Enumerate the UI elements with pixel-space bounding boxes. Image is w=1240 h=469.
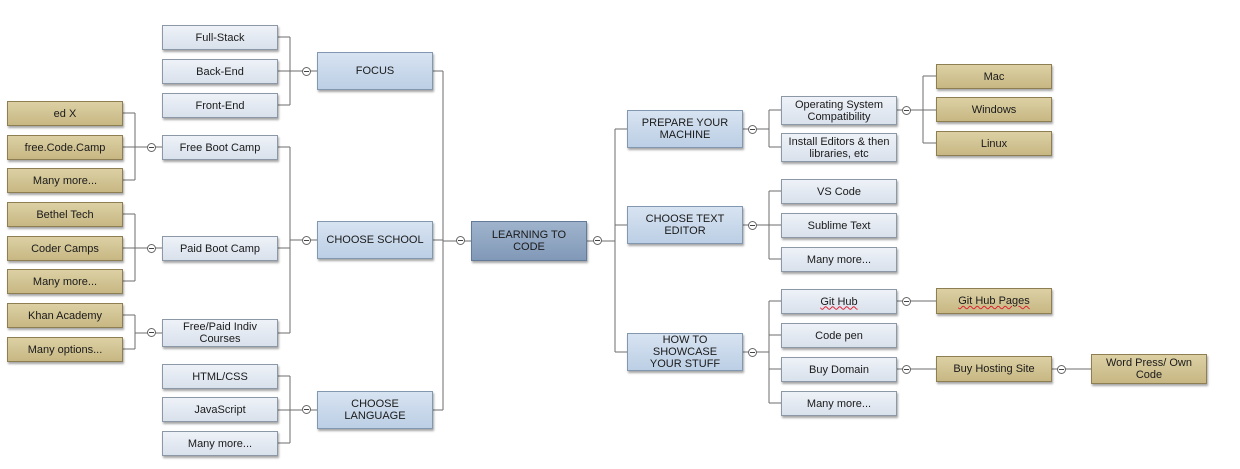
- showcase-code-pen[interactable]: Code pen: [781, 323, 897, 348]
- choose-school-node[interactable]: CHOOSE SCHOOL: [317, 221, 433, 259]
- focus-item-back-end[interactable]: Back-End: [162, 59, 278, 84]
- os-compatibility-node[interactable]: Operating System Compatibility: [781, 96, 897, 125]
- collapse-os-icon[interactable]: [902, 106, 911, 115]
- paid-boot-camp-node[interactable]: Paid Boot Camp: [162, 236, 278, 261]
- collapse-focus-icon[interactable]: [302, 67, 311, 76]
- collapse-root-left-icon[interactable]: [456, 236, 465, 245]
- choose-text-editor-node[interactable]: CHOOSE TEXT EDITOR: [627, 206, 743, 244]
- collapse-courses-icon[interactable]: [147, 328, 156, 337]
- collapse-prepare-machine-icon[interactable]: [748, 125, 757, 134]
- prepare-machine-node[interactable]: PREPARE YOUR MACHINE: [627, 110, 743, 148]
- git-hub-label: Git Hub: [820, 295, 858, 308]
- word-press-own-code[interactable]: Word Press/ Own Code: [1091, 354, 1207, 384]
- language-javascript[interactable]: JavaScript: [162, 397, 278, 422]
- showcase-node[interactable]: HOW TO SHOWCASE YOUR STUFF: [627, 333, 743, 371]
- collapse-buy-domain-icon[interactable]: [902, 365, 911, 374]
- editor-sublime-text[interactable]: Sublime Text: [781, 213, 897, 238]
- collapse-hosting-icon[interactable]: [1057, 365, 1066, 374]
- git-hub-pages[interactable]: Git Hub Pages: [936, 288, 1052, 314]
- free-camp-edx[interactable]: ed X: [7, 101, 123, 126]
- collapse-git-hub-icon[interactable]: [902, 297, 911, 306]
- editor-vs-code[interactable]: VS Code: [781, 179, 897, 204]
- course-many-options[interactable]: Many options...: [7, 337, 123, 362]
- showcase-many-more[interactable]: Many more...: [781, 391, 897, 416]
- root-node[interactable]: LEARNING TO CODE: [471, 221, 587, 261]
- os-mac[interactable]: Mac: [936, 64, 1052, 89]
- choose-language-node[interactable]: CHOOSE LANGUAGE: [317, 391, 433, 429]
- install-editors-node[interactable]: Install Editors & then libraries, etc: [781, 133, 897, 162]
- indiv-courses-node[interactable]: Free/Paid Indiv Courses: [162, 319, 278, 347]
- focus-item-full-stack[interactable]: Full-Stack: [162, 25, 278, 50]
- editor-many-more[interactable]: Many more...: [781, 247, 897, 272]
- language-many-more[interactable]: Many more...: [162, 431, 278, 456]
- os-windows[interactable]: Windows: [936, 97, 1052, 122]
- collapse-root-right-icon[interactable]: [593, 236, 602, 245]
- collapse-showcase-icon[interactable]: [748, 348, 757, 357]
- paid-camp-coder-camps[interactable]: Coder Camps: [7, 236, 123, 261]
- language-html-css[interactable]: HTML/CSS: [162, 364, 278, 389]
- free-camp-many-more[interactable]: Many more...: [7, 168, 123, 193]
- focus-item-front-end[interactable]: Front-End: [162, 93, 278, 118]
- os-linux[interactable]: Linux: [936, 131, 1052, 156]
- collapse-choose-language-icon[interactable]: [302, 405, 311, 414]
- collapse-paid-boot-camp-icon[interactable]: [147, 244, 156, 253]
- paid-camp-many-more[interactable]: Many more...: [7, 269, 123, 294]
- focus-node[interactable]: FOCUS: [317, 52, 433, 90]
- git-hub-pages-label: Git Hub Pages: [958, 295, 1030, 307]
- collapse-free-boot-camp-icon[interactable]: [147, 143, 156, 152]
- paid-camp-bethel-tech[interactable]: Bethel Tech: [7, 202, 123, 227]
- collapse-choose-school-icon[interactable]: [302, 236, 311, 245]
- collapse-text-editor-icon[interactable]: [748, 221, 757, 230]
- course-khan-academy[interactable]: Khan Academy: [7, 303, 123, 328]
- showcase-buy-domain[interactable]: Buy Domain: [781, 357, 897, 382]
- showcase-git-hub[interactable]: Git Hub: [781, 289, 897, 314]
- free-camp-freecodecamp[interactable]: free.Code.Camp: [7, 135, 123, 160]
- buy-hosting-site[interactable]: Buy Hosting Site: [936, 356, 1052, 382]
- free-boot-camp-node[interactable]: Free Boot Camp: [162, 135, 278, 160]
